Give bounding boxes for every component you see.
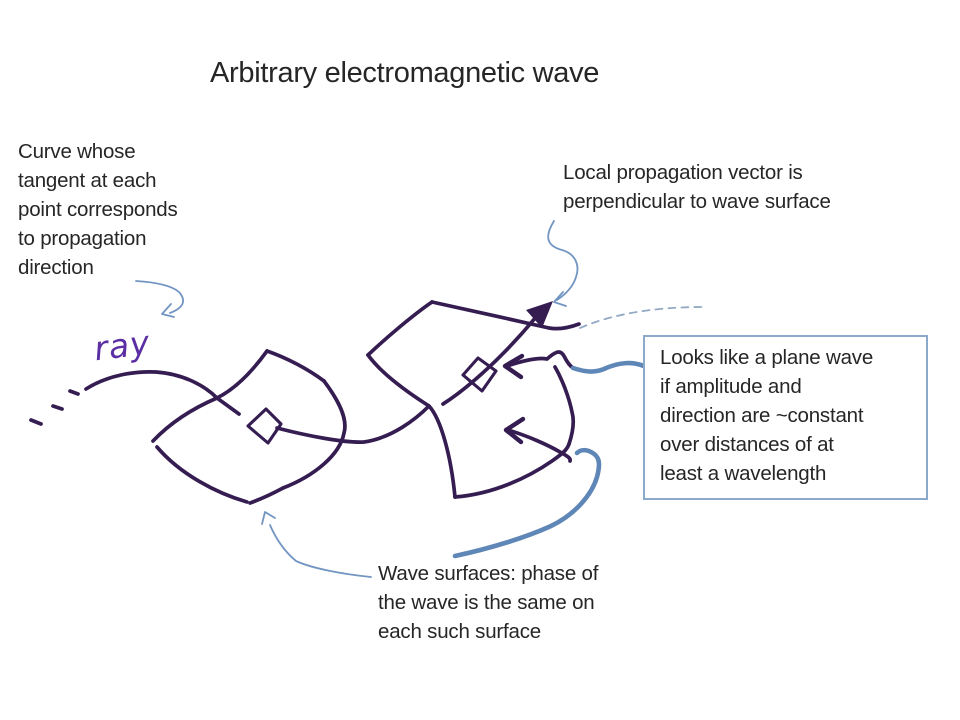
annotation-line: perpendicular to wave surface — [563, 190, 831, 213]
surface-pointer-arrow-upper — [502, 350, 575, 380]
annotation-line: Looks like a plane wave — [660, 346, 874, 369]
callout-arrow-wave-surfaces-left — [261, 511, 372, 578]
annotation-line: point corresponds — [18, 198, 178, 221]
annotation-line: direction — [18, 256, 94, 279]
surface-pointer-arrow-lower — [503, 416, 572, 463]
perpendicular-square-right — [461, 356, 498, 393]
left-wave-surface — [151, 349, 347, 505]
ray-dashes — [29, 389, 80, 426]
slide-title: Arbitrary electromagnetic wave — [210, 57, 600, 89]
annotation-wave-surfaces: Wave surfaces: phase of the wave is the … — [378, 559, 598, 646]
annotation-line: Curve whose — [18, 140, 136, 163]
annotation-line: over distances of at — [660, 433, 834, 456]
ray-curve — [84, 370, 241, 416]
callout-curve-wave-surfaces-right — [452, 447, 602, 559]
annotation-curve-tangent: Curve whose tangent at each point corres… — [18, 137, 178, 282]
callout-arrow-local-vector — [547, 220, 579, 307]
ray-label: ray — [91, 322, 153, 369]
annotation-line: direction are ~constant — [660, 404, 864, 427]
annotation-line: if amplitude and — [660, 375, 802, 398]
annotation-line: Wave surfaces: phase of — [378, 562, 599, 585]
perpendicular-square-left — [246, 407, 283, 445]
dashed-extension-line — [579, 306, 703, 329]
ray-mid-segment — [275, 404, 431, 444]
plane-wave-box: Looks like a plane wave if amplitude and… — [643, 335, 928, 500]
annotation-line: the wave is the same on — [378, 591, 595, 614]
propagation-vector-arrow — [441, 301, 553, 406]
callout-curve-plane-wave-box — [570, 360, 649, 374]
annotation-line: to propagation — [18, 227, 147, 250]
annotation-line: Local propagation vector is — [563, 161, 803, 184]
annotation-line: least a wavelength — [660, 462, 827, 485]
right-wave-surface — [366, 300, 581, 499]
callout-arrow-curve-tangent — [135, 280, 184, 318]
annotation-line: tangent at each — [18, 169, 157, 192]
annotation-local-vector: Local propagation vector is perpendicula… — [563, 158, 831, 216]
annotation-line: each such surface — [378, 620, 541, 643]
